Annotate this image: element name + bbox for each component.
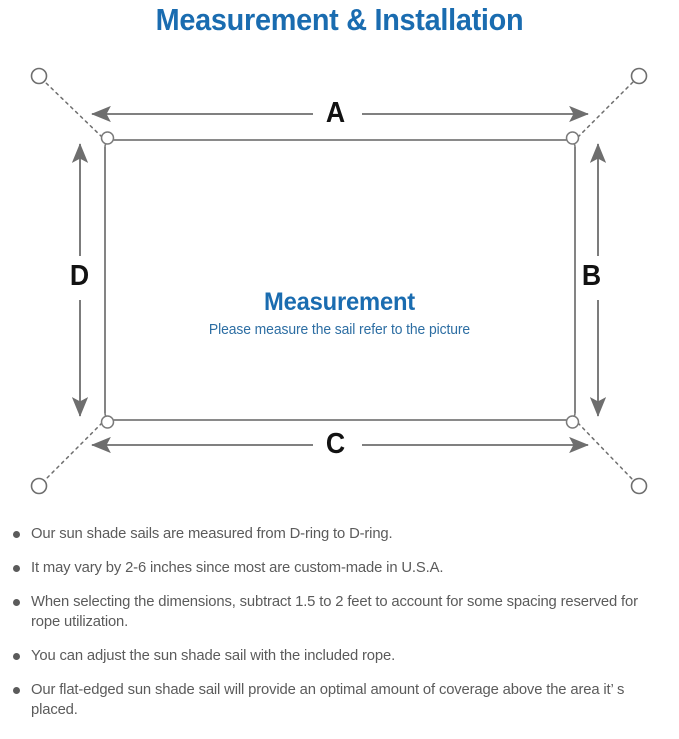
rope-top-right <box>577 80 635 138</box>
anchor-point-top-right <box>630 67 648 85</box>
bullet-dot-icon <box>13 565 20 572</box>
bullet-dot-icon <box>13 687 20 694</box>
rope-top-left <box>43 80 103 138</box>
dimension-label-c: C <box>325 428 346 460</box>
d-ring-top-right <box>565 131 580 145</box>
list-item: You can adjust the sun shade sail with t… <box>0 646 679 666</box>
anchor-points <box>30 67 648 495</box>
note-text: You can adjust the sun shade sail with t… <box>31 647 396 664</box>
dimension-label-a: A <box>325 97 346 129</box>
sail-shape <box>104 139 576 421</box>
anchor-point-bottom-left <box>30 477 48 495</box>
anchor-point-bottom-right <box>630 477 648 495</box>
bullet-dot-icon <box>13 531 20 538</box>
d-ring-top-left <box>100 131 115 145</box>
bullet-dot-icon <box>13 653 20 660</box>
d-ring-bottom-left <box>100 415 115 429</box>
list-item: Our sun shade sails are measured from D-… <box>0 524 679 544</box>
sail-corner-overlays <box>104 139 576 421</box>
note-text: When selecting the dimensions, subtract … <box>31 593 638 630</box>
note-text: Our sun shade sails are measured from D-… <box>31 525 393 542</box>
anchor-point-top-left <box>30 67 48 85</box>
rope-bottom-right <box>577 422 635 482</box>
list-item: It may vary by 2-6 inches since most are… <box>0 558 679 578</box>
note-text: Our flat-edged sun shade sail will provi… <box>31 681 625 718</box>
dimension-label-b: B <box>581 260 602 292</box>
d-rings <box>100 131 580 429</box>
notes-list: Our sun shade sails are measured from D-… <box>0 524 679 734</box>
dimension-label-d: D <box>69 260 90 292</box>
rope-lines <box>43 80 635 482</box>
bullet-dot-icon <box>13 599 20 606</box>
d-ring-bottom-right <box>565 415 580 429</box>
rope-bottom-left <box>43 422 103 482</box>
list-item: When selecting the dimensions, subtract … <box>0 592 679 632</box>
note-text: It may vary by 2-6 inches since most are… <box>31 559 444 576</box>
sun-shade-sail-measurement-diagram: A B C D Measurement Please measure the s… <box>0 48 679 518</box>
page-title: Measurement & Installation <box>155 2 524 37</box>
list-item: Our flat-edged sun shade sail will provi… <box>0 680 679 720</box>
